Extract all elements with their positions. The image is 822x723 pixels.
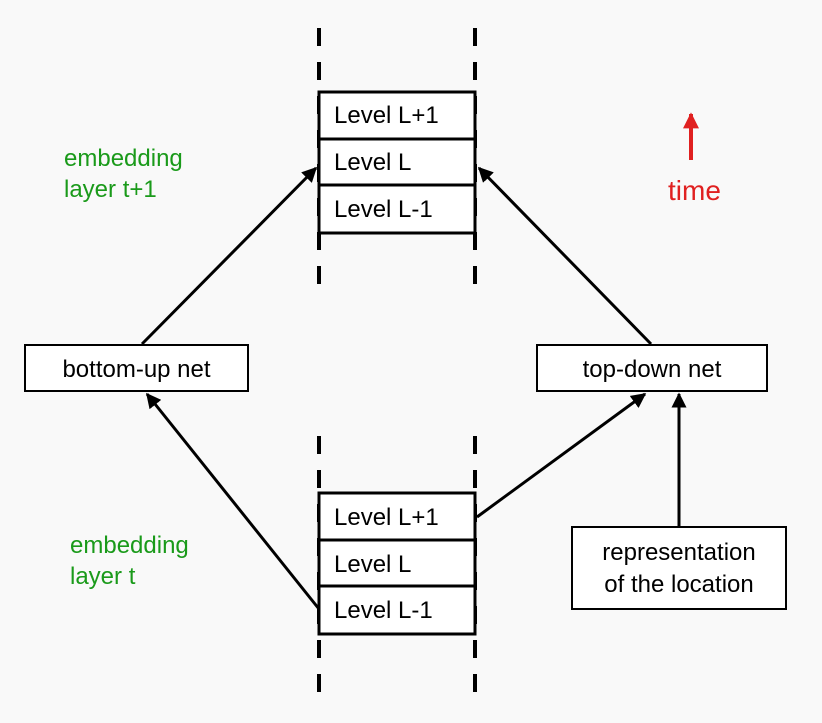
top-level-l-label: Level L — [334, 149, 411, 176]
location-representation-box — [571, 526, 787, 610]
bottom-up-net-box — [24, 344, 249, 392]
top-embedding-label-line-1: embedding — [64, 145, 183, 172]
bottom-up-net-label: bottom-up net — [62, 356, 210, 383]
arrow-bottom-up-to-top-stack — [140, 166, 318, 346]
time-label: time — [668, 175, 721, 206]
location-representation-line-2: of the location — [604, 571, 753, 598]
top-level-l-minus-1-box — [317, 183, 477, 235]
bottom-level-l-plus-1-box — [317, 491, 477, 542]
bottom-level-stack: Level L+1 Level L Level L-1 — [317, 491, 477, 636]
top-level-stack: Level L+1 Level L Level L-1 — [317, 90, 477, 235]
bottom-level-l-plus-1-label: Level L+1 — [334, 504, 439, 531]
bottom-level-l-minus-1-label: Level L-1 — [334, 597, 433, 624]
top-down-net-box — [536, 344, 768, 392]
location-representation-line-1: representation — [602, 539, 755, 566]
top-embedding-label-line-2: layer t+1 — [64, 176, 157, 203]
top-level-l-plus-1-label: Level L+1 — [334, 102, 439, 129]
top-level-l-plus-1-box — [317, 90, 477, 141]
bottom-embedding-label-line-2: layer t — [70, 563, 136, 590]
arrow-top-down-to-top-stack — [477, 166, 653, 346]
top-level-l-minus-1-label: Level L-1 — [334, 196, 433, 223]
bottom-embedding-label-line-1: embedding — [70, 532, 189, 559]
arrow-bottom-stack-to-bottom-up — [145, 392, 321, 610]
bottom-level-l-label: Level L — [334, 551, 411, 578]
top-down-net-label: top-down net — [583, 356, 722, 383]
top-level-l-box — [317, 137, 477, 187]
bottom-level-l-box — [317, 538, 477, 588]
arrow-bottom-stack-to-top-down — [476, 392, 647, 519]
bottom-level-l-minus-1-box — [317, 584, 477, 636]
